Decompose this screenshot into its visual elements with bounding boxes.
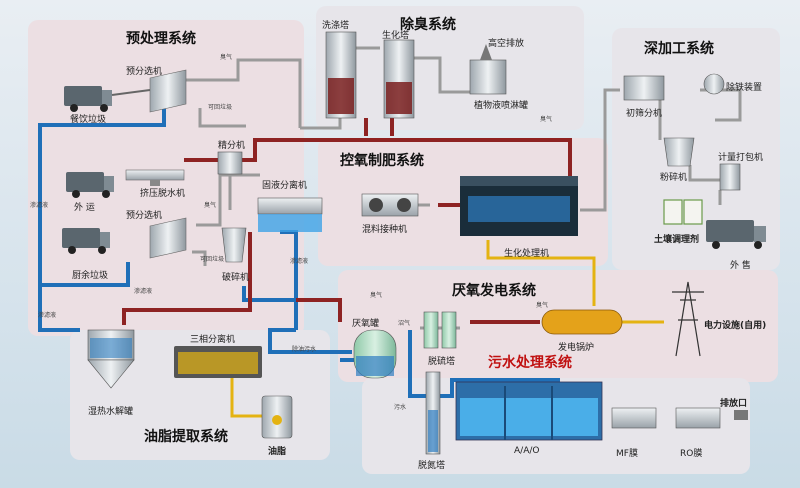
- anaerobic-tank: [353, 329, 397, 379]
- fine-sorter: [217, 151, 243, 175]
- label-presorter-2: 预分选机: [126, 211, 163, 221]
- aao-basin: [455, 381, 603, 441]
- label-fine-sorter: 精分机: [218, 141, 246, 151]
- annot-leachate-2: 渗滤液: [134, 288, 153, 295]
- desulfur-tower: [423, 311, 457, 349]
- deodor-zone: [316, 6, 584, 130]
- label-desulfur: 脱硫塔: [428, 357, 456, 367]
- presorter-2: [149, 217, 187, 259]
- annot-leachate-3: 渗滤液: [290, 258, 309, 265]
- bioreactor: [460, 176, 578, 236]
- heated-hydrolysis-tank: [87, 329, 135, 389]
- annot-recyclable-2: 可回垃圾: [200, 256, 225, 263]
- grease-drum: [261, 395, 293, 439]
- annot-gas-2: 臭气: [204, 202, 217, 209]
- annot-sewage-2: 污水: [394, 404, 407, 411]
- zone-title-sewage: 污水处理系统: [488, 355, 572, 371]
- label-three-phase: 三相分离机: [190, 335, 236, 345]
- outlet-pipe: [734, 410, 748, 420]
- label-high-exhaust: 高空排放: [488, 39, 525, 49]
- garbage-truck-3: [62, 228, 110, 254]
- power-tower: [672, 281, 704, 357]
- denitrification-tower: [425, 371, 441, 455]
- label-primary-sieve: 初筛分机: [626, 109, 663, 119]
- screw-press: [125, 169, 185, 186]
- label-ro: RO膜: [680, 449, 703, 459]
- annot-biogas: 沼气: [398, 320, 411, 327]
- label-crusher: 破碎机: [222, 273, 250, 283]
- label-bioreactor: 生化处理机: [504, 249, 550, 259]
- iron-remover: [703, 73, 725, 95]
- delivery-truck: [706, 220, 766, 249]
- annot-gas-4: 臭气: [370, 292, 383, 299]
- label-solid-liquid-sep: 固液分离机: [262, 181, 308, 191]
- label-heated-hydrolysis: 湿热水解罐: [88, 407, 134, 417]
- crusher: [221, 227, 247, 263]
- label-grease: 油脂: [268, 447, 287, 457]
- annot-sewage-in: 除油污水: [292, 346, 317, 353]
- solid-liquid-separator: [257, 197, 323, 232]
- label-plant-spray: 植物液喷淋罐: [474, 101, 529, 111]
- label-soil-conditioner: 土壤调理剂: [654, 235, 700, 245]
- plant-spray-tank: [469, 44, 507, 95]
- zone-title-compost: 控氧制肥系统: [340, 153, 424, 169]
- label-generator: 发电锅炉: [558, 343, 595, 353]
- annot-leachate-4: 渗滤液: [38, 312, 57, 319]
- generator-boiler: [541, 309, 623, 335]
- label-presorter: 预分选机: [126, 67, 163, 77]
- label-scrubber: 洗涤塔: [322, 21, 350, 31]
- ro-membrane: [675, 407, 721, 429]
- scrubber-tower: [325, 31, 357, 119]
- label-power-facility: 电力设施(自用): [704, 321, 767, 331]
- label-iron-remover: 除铁装置: [726, 83, 763, 93]
- label-anaerobic-tank: 厌氧罐: [352, 319, 380, 329]
- annot-gas-1: 臭气: [220, 54, 233, 61]
- packer: [719, 163, 741, 191]
- label-denitrification: 脱氮塔: [418, 461, 446, 471]
- primary-sieve: [623, 75, 665, 101]
- label-aao: A/A/O: [514, 446, 540, 456]
- annot-recyclable-1: 可回垃圾: [208, 104, 233, 111]
- zone-title-grease: 油脂提取系统: [144, 429, 228, 445]
- annot-gas-3: 臭气: [540, 116, 553, 123]
- zone-title-deodor: 除臭系统: [400, 17, 456, 33]
- mixer: [361, 193, 419, 217]
- garbage-truck-2: [66, 172, 114, 198]
- yellow-pipes: [230, 240, 664, 418]
- label-packer: 计量打包机: [718, 153, 764, 163]
- bio-tower: [383, 39, 415, 119]
- label-outbound: 外 运: [74, 203, 95, 213]
- pulverizer: [663, 137, 695, 167]
- fertilizer-bags: [663, 199, 703, 225]
- garbage-truck-1: [64, 86, 112, 112]
- presorter-1: [111, 69, 187, 113]
- label-kitchen-waste: 厨余垃圾: [72, 271, 109, 281]
- label-biotower: 生化塔: [382, 31, 410, 41]
- label-mixer: 混料接种机: [362, 225, 408, 235]
- label-screw-press: 挤压脱水机: [140, 189, 186, 199]
- label-catering-waste: 餐饮垃圾: [70, 115, 107, 125]
- zone-title-pretreatment: 预处理系统: [126, 31, 196, 47]
- zone-title-anaerobic: 厌氧发电系统: [452, 283, 536, 299]
- label-mf: MF膜: [616, 449, 638, 459]
- label-outlet: 排放口: [720, 399, 748, 409]
- label-sale: 外 售: [730, 261, 751, 271]
- zone-title-deep: 深加工系统: [644, 41, 714, 57]
- annot-gas-5: 臭气: [536, 302, 549, 309]
- label-pulverizer: 粉碎机: [660, 173, 688, 183]
- three-phase-separator: [174, 346, 262, 378]
- mf-membrane: [611, 407, 657, 429]
- annot-leachate-1: 渗滤液: [30, 202, 49, 209]
